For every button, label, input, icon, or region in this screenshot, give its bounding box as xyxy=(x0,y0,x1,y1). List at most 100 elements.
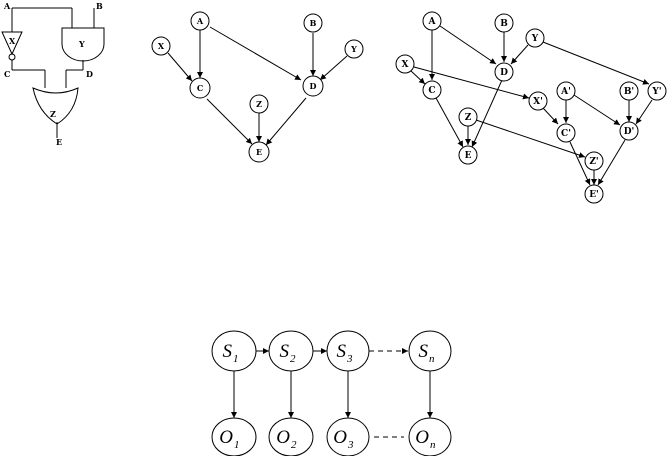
svg-text:B: B xyxy=(310,18,317,28)
circuit-input-b-label: B xyxy=(96,1,103,11)
hmm-observation-on: O n xyxy=(409,418,451,456)
edge-a-d xyxy=(210,27,301,80)
twin-node-c-prime: C' xyxy=(557,124,575,142)
svg-text:Y': Y' xyxy=(651,87,661,97)
twin-node-y-prime: Y' xyxy=(648,82,666,100)
svg-text:X: X xyxy=(158,41,165,51)
edge-y-y-prime xyxy=(543,42,649,84)
node-c: C xyxy=(190,78,210,98)
svg-text:3: 3 xyxy=(347,439,354,451)
not-gate: X xyxy=(2,32,22,60)
svg-text:O: O xyxy=(415,427,429,448)
edge-a-d xyxy=(440,26,496,64)
edge-x-c xyxy=(411,71,425,84)
node-b: B xyxy=(304,14,322,32)
circuit-wire-c-label: C xyxy=(4,69,10,79)
hmm-state-sn: S n xyxy=(409,331,451,371)
twin-node-a-prime: A' xyxy=(557,82,575,100)
and-gate-label: Y xyxy=(78,39,85,49)
svg-text:S: S xyxy=(280,341,290,362)
node-x: X xyxy=(152,37,170,55)
edge-y-d xyxy=(511,45,528,64)
svg-text:C: C xyxy=(197,83,203,93)
svg-text:D': D' xyxy=(624,127,635,137)
svg-text:2: 2 xyxy=(290,353,296,365)
svg-text:Z': Z' xyxy=(589,157,598,167)
svg-text:S: S xyxy=(419,341,429,362)
node-z: Z xyxy=(250,95,268,113)
twin-node-d-prime: D' xyxy=(620,122,638,140)
svg-text:E: E xyxy=(465,151,472,161)
twin-node-y: Y xyxy=(526,29,544,47)
and-gate: Y xyxy=(62,28,104,61)
svg-text:D: D xyxy=(310,81,317,91)
twin-node-x: X xyxy=(396,55,414,73)
svg-text:E: E xyxy=(256,147,262,157)
svg-text:Y: Y xyxy=(350,44,357,54)
not-gate-label: X xyxy=(9,36,16,46)
edge-y-d xyxy=(320,56,347,80)
svg-text:A: A xyxy=(428,17,437,27)
svg-text:O: O xyxy=(276,427,290,448)
twin-node-z: Z xyxy=(459,108,477,126)
svg-text:X': X' xyxy=(533,97,543,107)
svg-text:A': A' xyxy=(560,87,571,97)
circuit-output-e-label: E xyxy=(56,137,62,147)
node-y: Y xyxy=(345,40,363,58)
edge-c-e xyxy=(436,98,463,147)
svg-text:B: B xyxy=(500,19,508,29)
twin-node-z-prime: Z' xyxy=(585,152,603,170)
hmm-observation-o3: O 3 xyxy=(327,418,369,456)
svg-text:E': E' xyxy=(589,190,599,200)
svg-text:X: X xyxy=(402,60,409,70)
twin-network-graph: A B Y X D C X' A' xyxy=(396,12,666,203)
svg-text:C: C xyxy=(428,86,435,96)
node-d: D xyxy=(303,76,323,96)
twin-node-d: D xyxy=(495,63,513,81)
node-a: A xyxy=(191,12,209,30)
svg-text:B': B' xyxy=(624,87,634,97)
twin-node-c: C xyxy=(423,81,441,99)
svg-text:n: n xyxy=(430,439,436,451)
logic-circuit: A B X Y Z xyxy=(2,1,104,147)
svg-text:S: S xyxy=(337,341,347,362)
edge-y-prime-d-prime xyxy=(636,100,652,124)
edge-x-prime-c-prime xyxy=(543,108,558,124)
edge-x-c xyxy=(168,53,192,81)
node-e: E xyxy=(249,142,269,162)
svg-text:1: 1 xyxy=(234,439,240,451)
svg-text:1: 1 xyxy=(233,353,239,365)
edge-c-e xyxy=(207,99,252,144)
or-gate: Z xyxy=(33,88,78,124)
twin-node-e-prime: E' xyxy=(585,185,603,203)
hmm-state-s1: S 1 xyxy=(212,331,256,371)
twin-node-b-prime: B' xyxy=(620,82,638,100)
or-gate-label: Z xyxy=(50,109,56,119)
twin-node-x-prime: X' xyxy=(529,92,547,110)
svg-text:Z: Z xyxy=(465,113,472,123)
circuit-wire-d-label: D xyxy=(86,69,93,79)
circuit-input-a-label: A xyxy=(3,1,11,11)
hmm-state-s2: S 2 xyxy=(269,331,313,371)
svg-text:C': C' xyxy=(561,129,571,139)
hmm-state-s3: S 3 xyxy=(327,331,369,371)
hmm-observation-o1: O 1 xyxy=(212,418,256,456)
twin-node-e: E xyxy=(459,146,477,164)
edge-a-prime-d-prime xyxy=(574,95,620,125)
hmm-diagram: S 1 S 2 S 3 S n O 1 O 2 O xyxy=(212,331,451,456)
twin-node-a: A xyxy=(423,12,441,30)
svg-text:O: O xyxy=(219,427,233,448)
edge-d-e xyxy=(266,98,306,145)
twin-node-b: B xyxy=(495,14,513,32)
svg-text:A: A xyxy=(196,16,204,26)
svg-text:2: 2 xyxy=(291,439,297,451)
hmm-observation-o2: O 2 xyxy=(269,418,313,456)
svg-text:O: O xyxy=(333,427,347,448)
svg-text:3: 3 xyxy=(346,353,353,365)
svg-text:Z: Z xyxy=(256,99,262,109)
causal-graph: A B X Y C Z D E xyxy=(152,12,363,162)
svg-text:Y: Y xyxy=(531,34,539,44)
svg-text:S: S xyxy=(223,341,233,362)
svg-text:D: D xyxy=(500,68,508,78)
